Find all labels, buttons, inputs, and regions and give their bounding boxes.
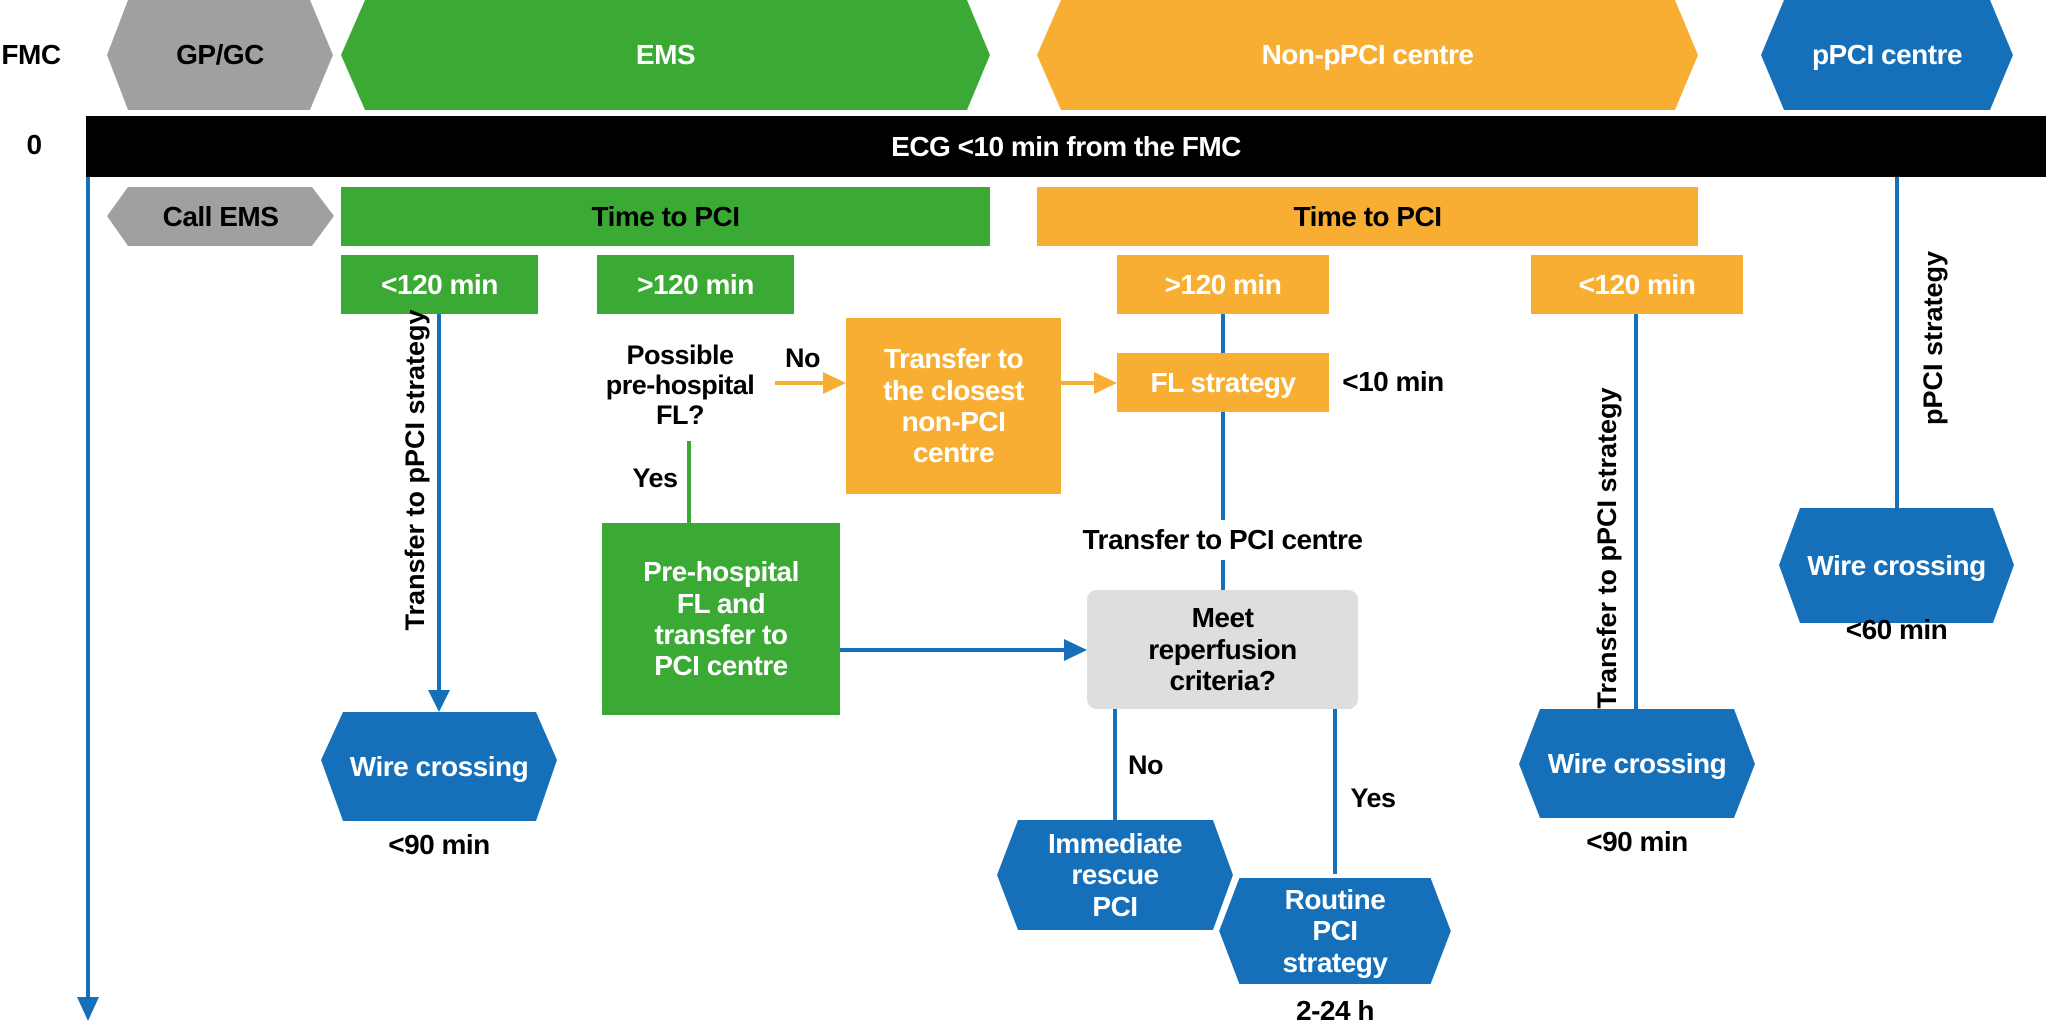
meet-no-label: No [1128, 749, 1164, 780]
call-ems-label: Call EMS [162, 200, 279, 232]
ppci-wire-crossing-hexagon [1779, 508, 2014, 623]
text-line: rescue [1071, 859, 1159, 891]
non-ppci-transfer-ppci-vertical-label: Transfer to pPCI strategy [1591, 387, 1622, 709]
text-line: PCI centre [654, 650, 788, 682]
text-line: Meet [1191, 602, 1254, 634]
ems-label: EMS [635, 39, 696, 71]
non-ppci-lt120-label: <120 min [1578, 268, 1696, 300]
non-ppci-gt120-label: >120 min [1164, 268, 1282, 300]
ems-transfer-ppci-vertical-label: Transfer to pPCI strategy [399, 309, 430, 631]
ems-wire-crossing-hexagon [321, 712, 557, 821]
non-ppci-wire-time-label: <90 min [1586, 826, 1688, 858]
text-line: strategy [1282, 946, 1388, 978]
prehospital-label: Pre-hospital FL and transfer to PCI cent… [602, 523, 840, 715]
text-line: Pre-hospital [643, 556, 799, 588]
ems-time-to-pci-label: Time to PCI [591, 200, 740, 232]
meet-criteria-label: Meet reperfusion criteria? [1087, 590, 1358, 709]
question-line: FL? [656, 400, 704, 431]
yes-label: Yes [632, 462, 678, 493]
no-arrowhead [823, 372, 846, 394]
prehospital-box [602, 523, 840, 715]
routine-time-label: 2-24 h [1296, 995, 1374, 1027]
transfer-closest-label: Transfer to the closest non-PCI centre [846, 318, 1061, 494]
immediate-rescue-label: Immediate rescue PCI [997, 820, 1233, 930]
transfer-closest-box [846, 318, 1061, 494]
ems-time-to-pci-bar [341, 187, 990, 246]
non-ppci-centre-label: Non-pPCI centre [1261, 39, 1474, 71]
ems-wire-time-label: <90 min [388, 829, 490, 861]
ecg-bar-label: ECG <10 min from the FMC [891, 130, 1241, 162]
ems-wire-crossing-label: Wire crossing [349, 750, 529, 782]
ppci-wire-crossing-label: Wire crossing [1807, 549, 1986, 581]
transfer-pci-centre-label: Transfer to PCI centre [1082, 524, 1363, 556]
call-ems-hexagon [107, 187, 334, 246]
text-line: the closest [883, 374, 1024, 406]
ecg-bar-shape [86, 116, 2046, 177]
immediate-rescue-hexagon [997, 820, 1233, 930]
ppci-strategy-vertical-label: pPCI strategy [1917, 250, 1948, 426]
gp-gc-label: GP/GC [176, 39, 264, 71]
text-line: Transfer to [883, 343, 1024, 375]
non-ppci-wire-crossing-hexagon [1519, 709, 1755, 818]
non-ppci-centre-hexagon [1037, 0, 1698, 110]
ems-gt120-box [597, 255, 794, 314]
ppci-wire-time-label: <60 min [1845, 614, 1948, 646]
no-label: No [785, 342, 821, 373]
prehospital-to-meet-arrowhead [1064, 639, 1087, 661]
non-ppci-gt120-box [1117, 255, 1329, 314]
text-line: Immediate [1048, 827, 1183, 859]
ppci-centre-label: pPCI centre [1811, 39, 1963, 71]
text-line: PCI [1092, 890, 1138, 922]
possible-fl-question: Possible pre-hospital FL? [585, 330, 775, 440]
meet-yes-label: Yes [1350, 782, 1396, 813]
ems-gt120-label: >120 min [637, 268, 754, 300]
text-line: transfer to [654, 619, 788, 650]
ppci-centre-hexagon [1761, 0, 2013, 110]
routine-pci-label: Routine PCI strategy [1217, 876, 1453, 986]
text-line: PCI [1312, 915, 1358, 947]
non-ppci-time-to-pci-bar [1037, 187, 1698, 246]
ems-lt120-arrowhead [428, 690, 450, 712]
ems-hexagon [341, 0, 990, 110]
transfer-to-fl-arrowhead [1094, 372, 1117, 394]
time-axis-arrowhead [77, 997, 99, 1021]
fl-time-label: <10 min [1342, 366, 1444, 398]
text-line: FL and [676, 587, 766, 619]
text-line: Routine [1284, 883, 1386, 915]
gp-gc-hexagon [107, 0, 333, 110]
question-line: pre-hospital [605, 369, 755, 400]
zero-axis-label: 0 [26, 129, 42, 161]
ems-lt120-box [341, 255, 538, 314]
fl-strategy-label: FL strategy [1150, 366, 1296, 398]
ems-lt120-label: <120 min [381, 268, 498, 300]
text-line: centre [912, 437, 995, 469]
non-ppci-lt120-box [1531, 255, 1743, 314]
text-line: reperfusion [1148, 633, 1297, 665]
fl-strategy-box [1117, 353, 1329, 412]
text-line: non-PCI [901, 406, 1006, 437]
meet-criteria-box [1087, 590, 1358, 709]
question-line: Possible [626, 339, 734, 370]
non-ppci-time-to-pci-label: Time to PCI [1293, 200, 1442, 232]
non-ppci-wire-crossing-label: Wire crossing [1547, 747, 1727, 779]
routine-pci-hexagon [1214, 874, 1456, 988]
fmc-axis-label: FMC [1, 39, 61, 71]
text-line: criteria? [1169, 665, 1277, 697]
